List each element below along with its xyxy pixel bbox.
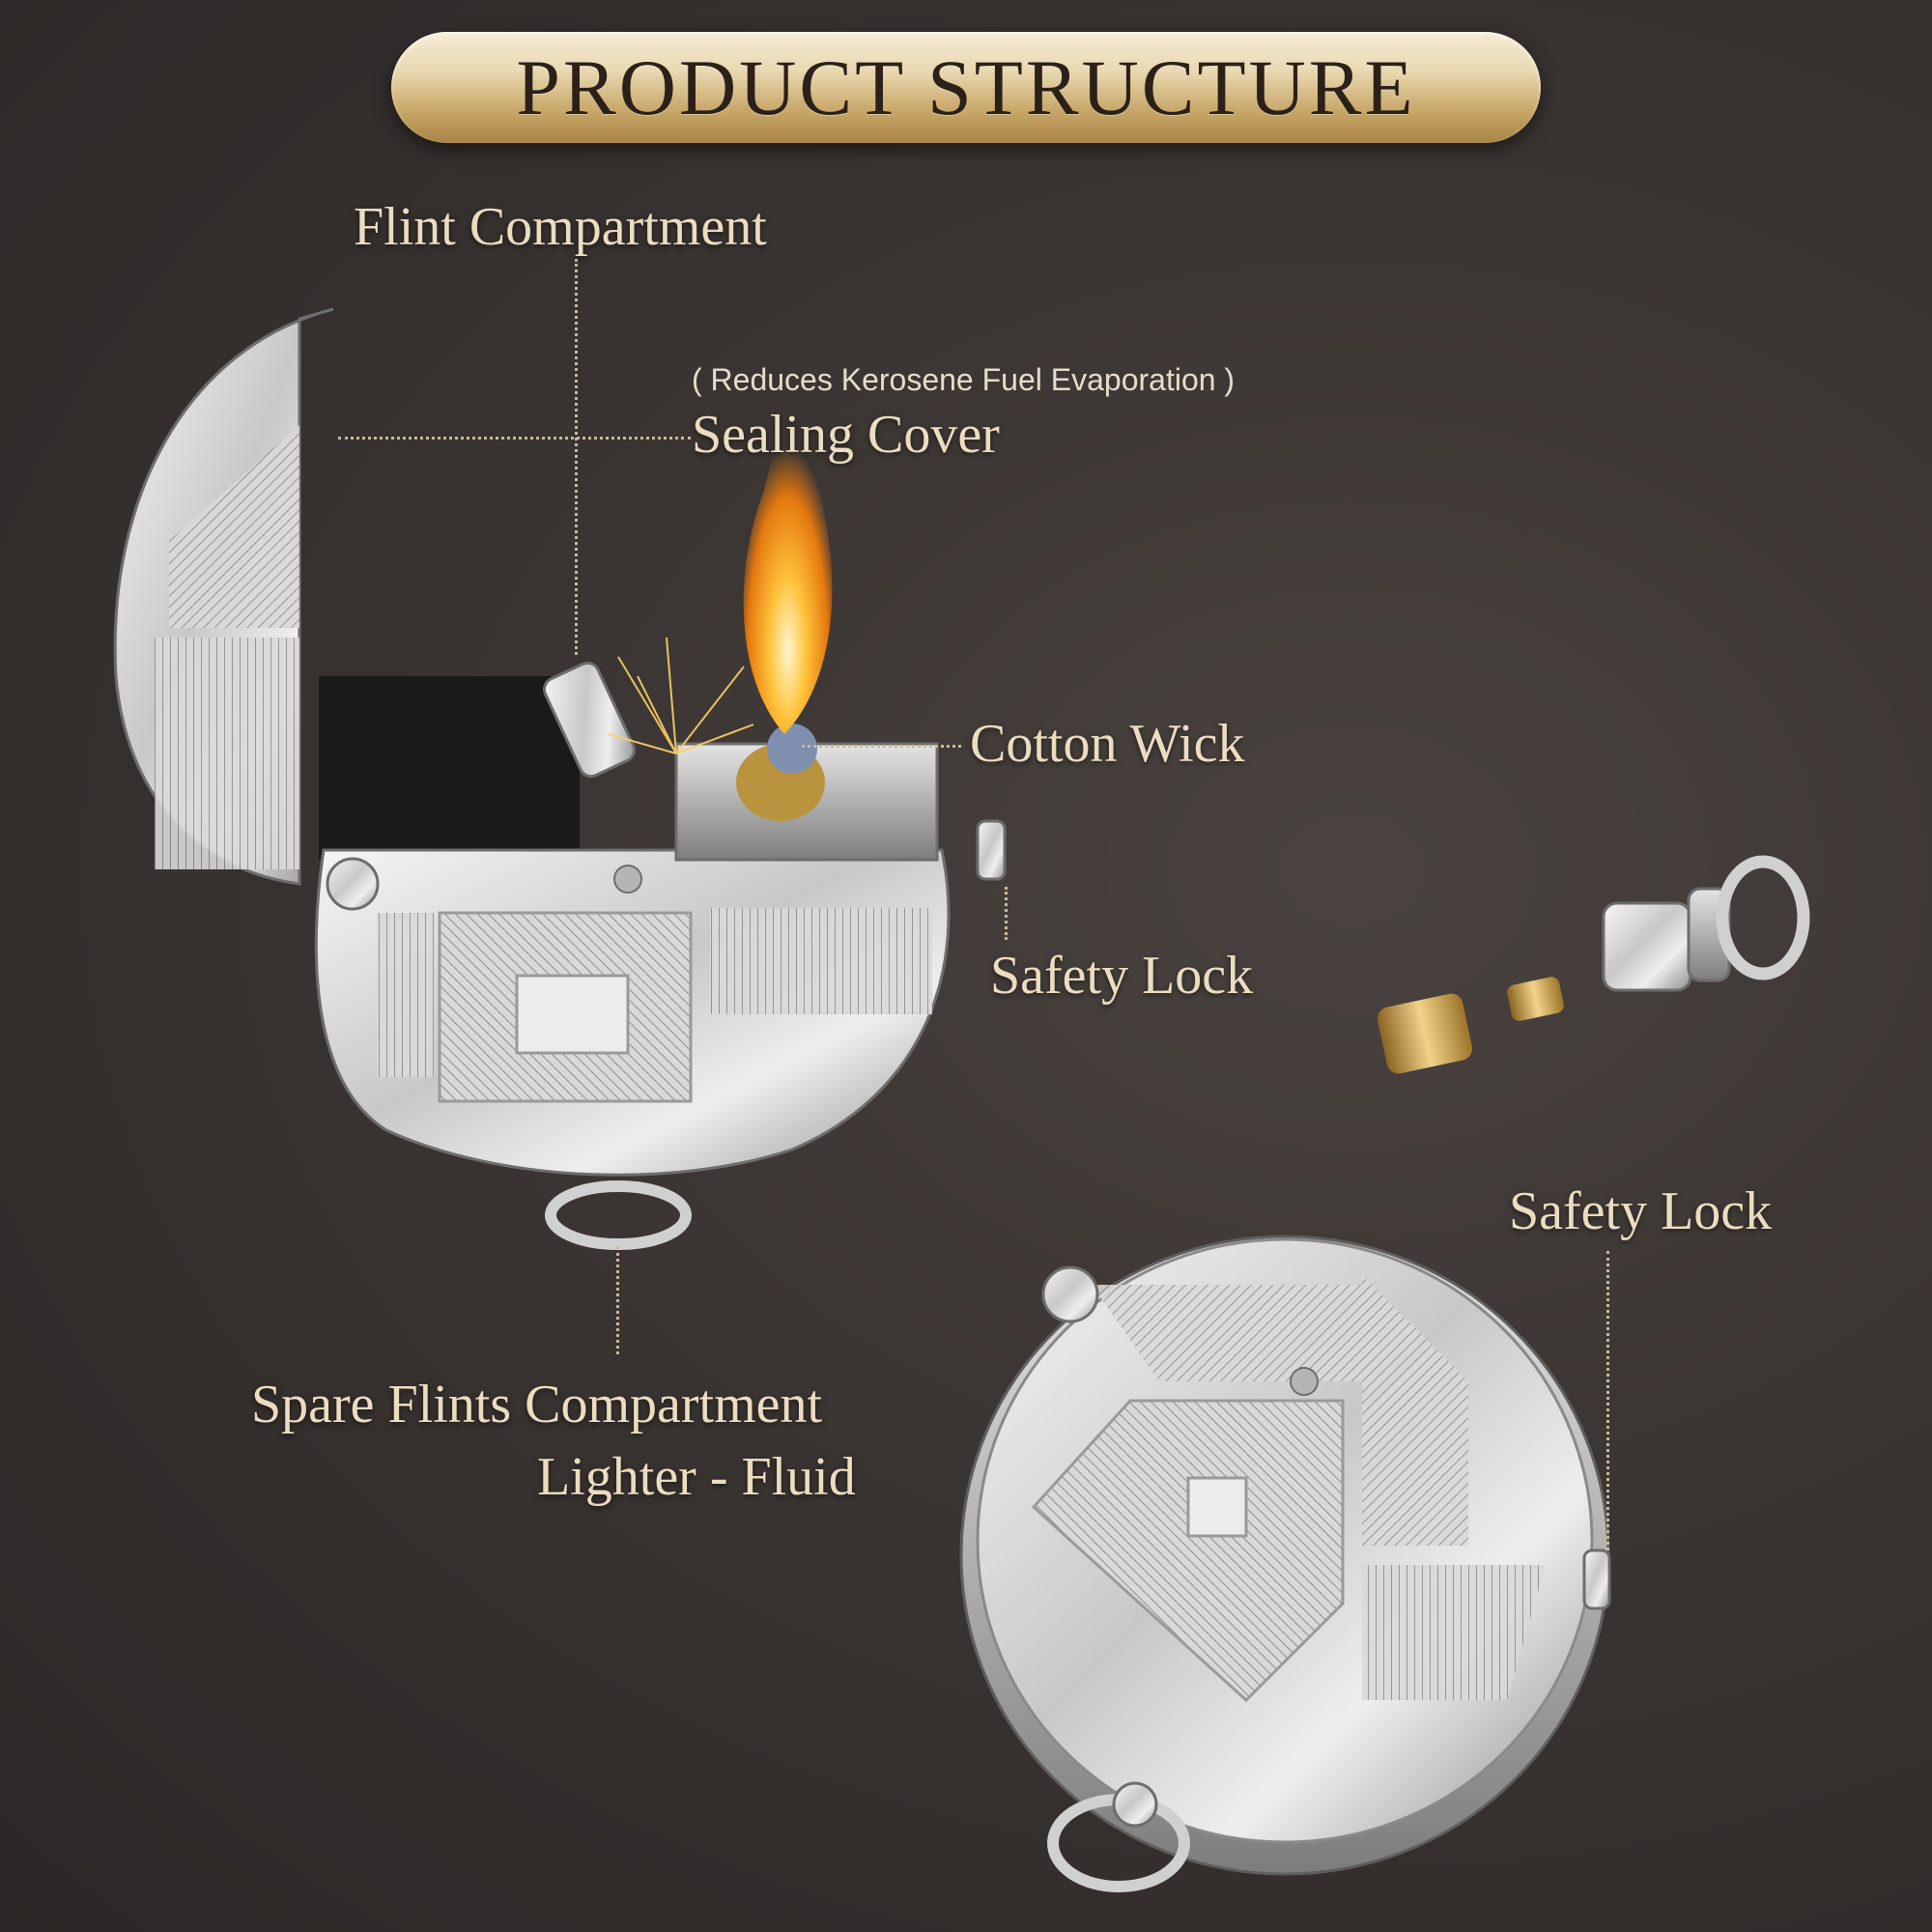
leader-safety-2 <box>1606 1251 1609 1550</box>
open-lighter <box>113 307 1007 1250</box>
title-banner: PRODUCT STRUCTURE <box>391 32 1541 143</box>
leader-safety-1 <box>1005 887 1008 940</box>
closed-lighter <box>959 1235 1611 1892</box>
leader-spare-flints <box>616 1246 619 1354</box>
leader-sealing <box>338 437 691 440</box>
label-cotton-wick: Cotton Wick <box>970 714 1245 774</box>
note-sealing-cover: ( Reduces Kerosene Fuel Evaporation ) <box>692 362 1236 397</box>
label-spare-flints-compartment: Spare Flints Compartment <box>251 1375 823 1435</box>
leader-wick <box>802 745 961 748</box>
spare-parts <box>1377 855 1810 1074</box>
label-lighter-fluid: Lighter - Fluid <box>537 1447 856 1507</box>
leader-flint <box>575 259 578 655</box>
label-flint-compartment: Flint Compartment <box>354 197 767 257</box>
label-safety-lock-1: Safety Lock <box>990 946 1254 1006</box>
banner-title: PRODUCT STRUCTURE <box>516 43 1416 131</box>
label-sealing-cover: Sealing Cover <box>692 405 1000 465</box>
label-safety-lock-2: Safety Lock <box>1509 1181 1773 1241</box>
